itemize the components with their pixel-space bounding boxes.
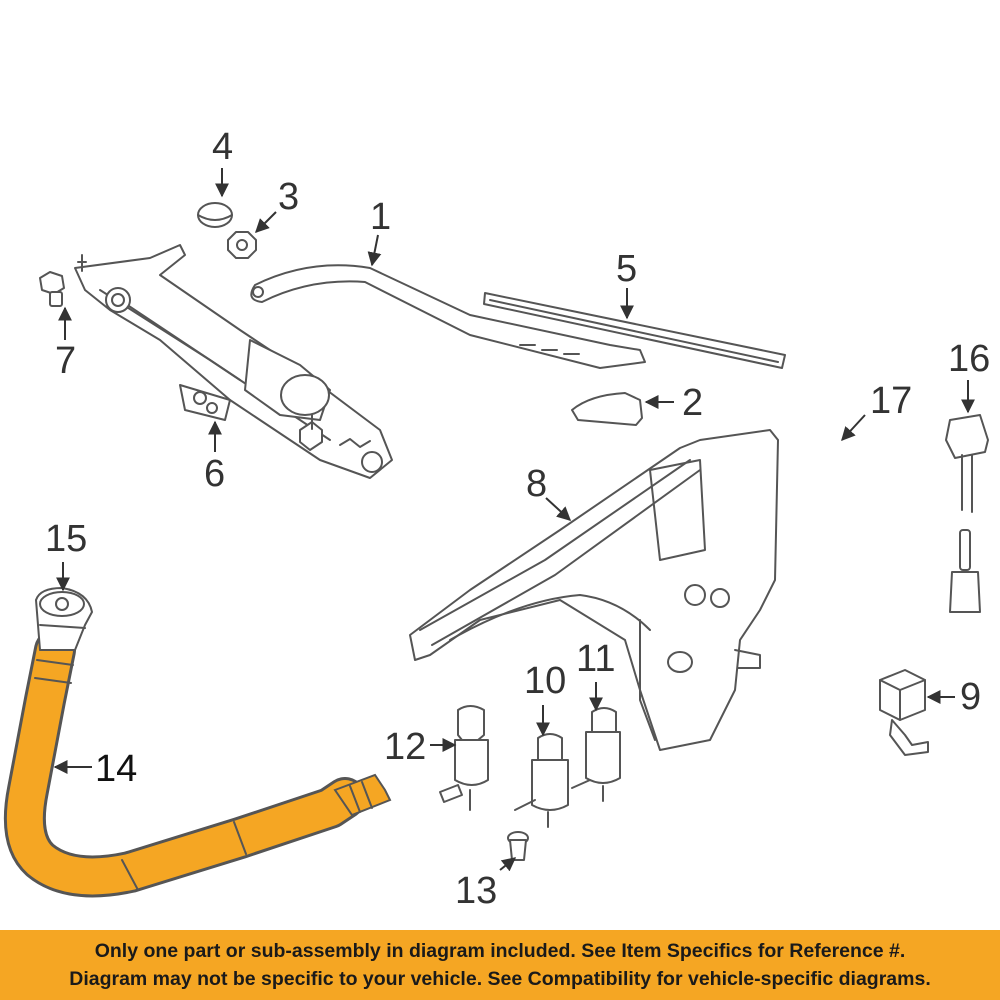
parts-diagram bbox=[3, 168, 989, 898]
part-3-nut bbox=[227, 231, 257, 259]
callout-15: 15 bbox=[45, 518, 88, 560]
part-6-wiper-linkage bbox=[74, 244, 393, 479]
part-14-hose-highlighted bbox=[3, 629, 392, 898]
part-16-nozzle bbox=[945, 414, 989, 613]
callout-12: 12 bbox=[384, 726, 427, 768]
callout-16: 16 bbox=[948, 338, 991, 380]
part-1-wiper-arm bbox=[250, 264, 646, 369]
callout-8: 8 bbox=[526, 463, 548, 505]
callout-5: 5 bbox=[616, 248, 638, 290]
callout-17: 17 bbox=[870, 380, 913, 422]
callout-14: 14 bbox=[95, 748, 138, 790]
disclaimer-line-2: Diagram may not be specific to your vehi… bbox=[69, 968, 931, 990]
callout-7: 7 bbox=[55, 340, 77, 382]
callout-10: 10 bbox=[524, 660, 567, 702]
part-4-cap bbox=[197, 202, 233, 228]
callout-4: 4 bbox=[212, 126, 234, 168]
part-13-grommet bbox=[507, 831, 529, 861]
part-8-washer-reservoir bbox=[409, 429, 779, 751]
part-15-filler-neck bbox=[35, 587, 93, 651]
callout-13: 13 bbox=[455, 870, 498, 912]
callout-9: 9 bbox=[960, 676, 982, 718]
callout-6: 6 bbox=[204, 453, 226, 495]
disclaimer-banner: Only one part or sub-assembly in diagram… bbox=[0, 930, 1000, 1000]
leader-lines bbox=[53, 168, 975, 872]
callout-1: 1 bbox=[370, 196, 392, 238]
callout-3: 3 bbox=[278, 176, 300, 218]
part-17-hose bbox=[799, 422, 963, 543]
part-9-sensor bbox=[879, 669, 929, 756]
part-12-pump bbox=[439, 705, 489, 811]
part-11-pump bbox=[571, 707, 621, 802]
part-5-wiper-blade bbox=[483, 292, 786, 369]
part-2-cover bbox=[571, 392, 643, 426]
callout-2: 2 bbox=[682, 382, 704, 424]
callout-11: 11 bbox=[576, 638, 616, 680]
disclaimer-line-1: Only one part or sub-assembly in diagram… bbox=[94, 940, 906, 962]
part-10-pump bbox=[514, 733, 569, 828]
part-7-bolt bbox=[39, 271, 65, 307]
